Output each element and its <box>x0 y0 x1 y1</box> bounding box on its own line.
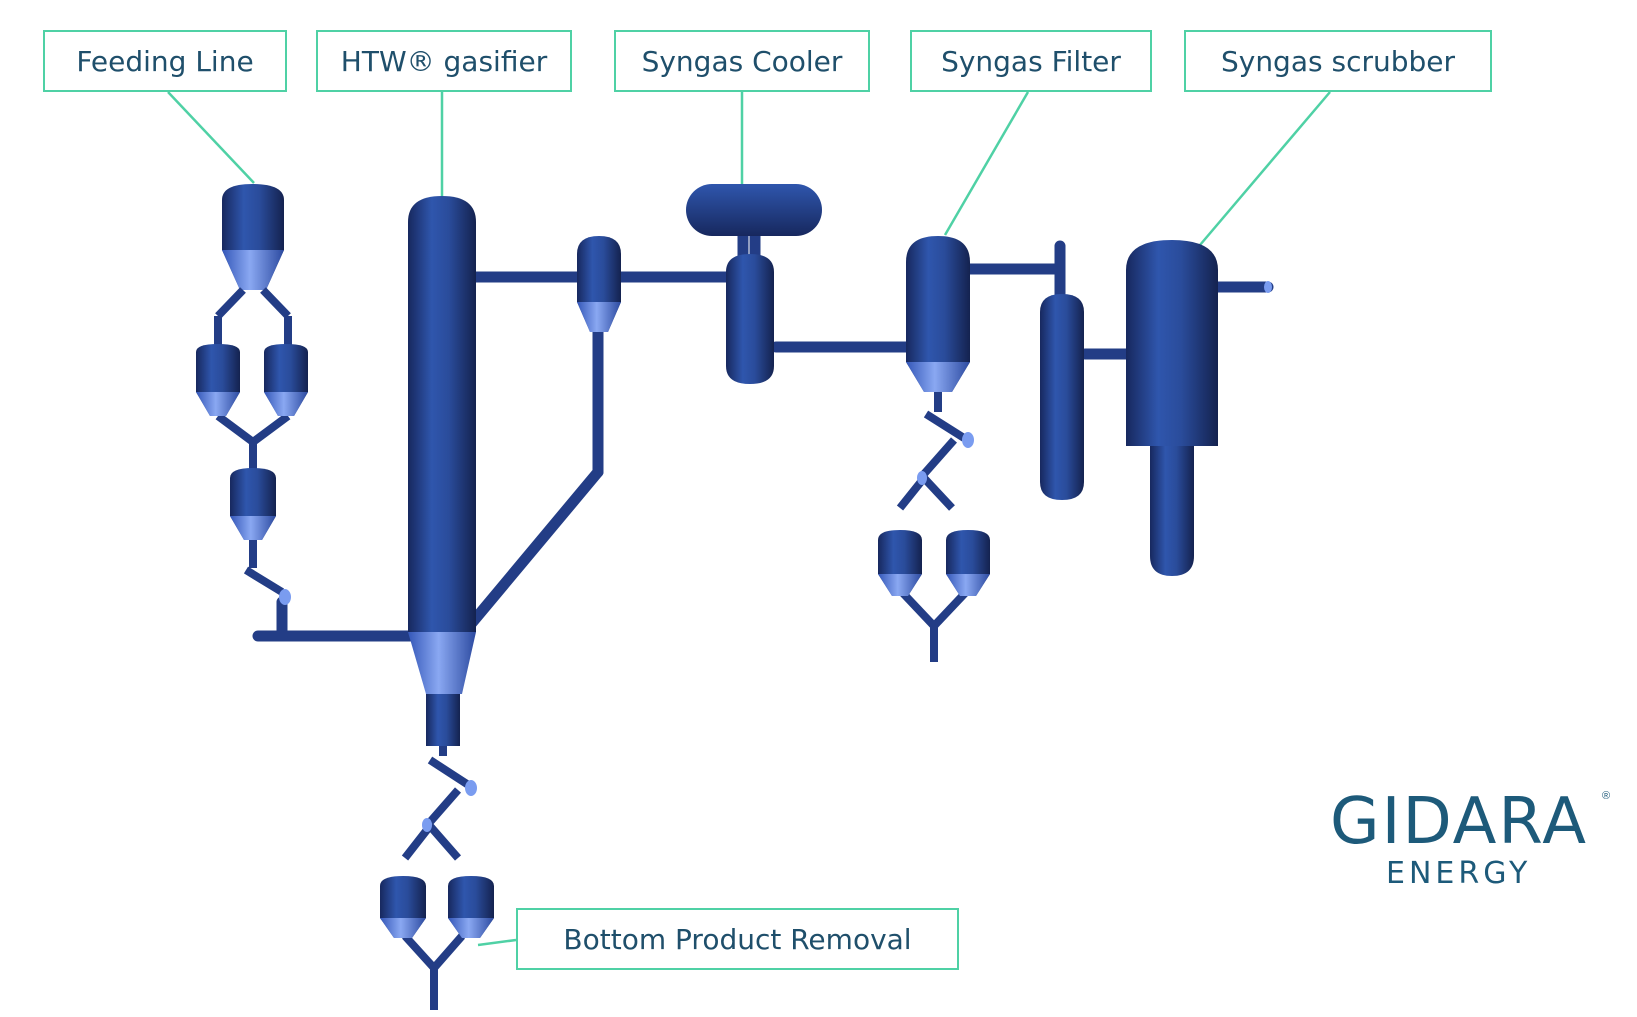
syngas-scrubber-vessel <box>1126 240 1272 576</box>
label-syngas-filter: Syngas Filter <box>910 30 1152 92</box>
gidara-energy-logo: GIDARA ® ENERGY <box>1330 790 1630 891</box>
leader-feeding-line <box>167 91 255 184</box>
label-htw-gasifier-text: HTW® gasifier <box>340 44 548 78</box>
syngas-cooler-vessel <box>686 184 822 384</box>
feeding-line-equipment <box>196 184 308 605</box>
logo-registered-mark: ® <box>1602 790 1611 802</box>
label-syngas-filter-text: Syngas Filter <box>941 44 1121 78</box>
label-bottom-product-removal-text: Bottom Product Removal <box>563 922 912 956</box>
leader-syngas-scrubber <box>1199 91 1331 246</box>
leader-bottom-product <box>477 938 517 947</box>
intermediate-column <box>1040 294 1084 500</box>
syngas-filter-vessel <box>878 236 990 662</box>
label-syngas-cooler: Syngas Cooler <box>614 30 870 92</box>
label-syngas-scrubber: Syngas scrubber <box>1184 30 1492 92</box>
leader-lines <box>167 91 1331 947</box>
htw-gasifier-vessel <box>380 196 494 1010</box>
logo-main-text: GIDARA <box>1330 785 1589 859</box>
pipes <box>252 230 1274 642</box>
leader-syngas-filter <box>943 91 1030 236</box>
label-htw-gasifier: HTW® gasifier <box>316 30 572 92</box>
cyclone-vessel <box>577 236 621 332</box>
logo-sub-text: ENERGY <box>1386 856 1532 891</box>
label-syngas-scrubber-text: Syngas scrubber <box>1220 44 1456 78</box>
label-feeding-line-text: Feeding Line <box>76 44 254 78</box>
label-feeding-line: Feeding Line <box>43 30 287 92</box>
label-syngas-cooler-text: Syngas Cooler <box>641 44 843 78</box>
label-bottom-product-removal: Bottom Product Removal <box>516 908 959 970</box>
